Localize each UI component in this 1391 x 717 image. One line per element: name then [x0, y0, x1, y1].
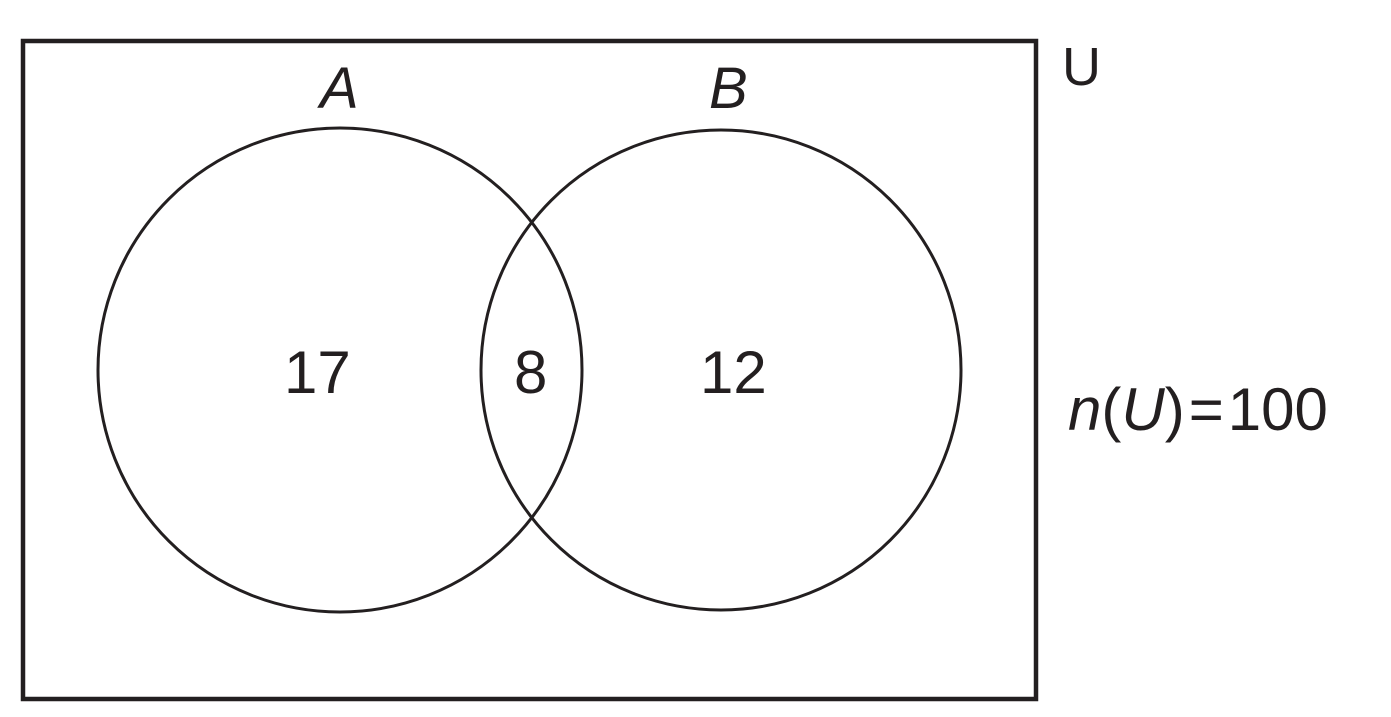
universe-size-note: n(U)=100: [1068, 380, 1328, 440]
region-a-only-value: 17: [284, 339, 351, 406]
universe-rectangle: [20, 38, 1039, 702]
set-a-label: A: [320, 56, 359, 121]
note-n: n: [1068, 376, 1102, 443]
set-b-label: B: [709, 56, 748, 121]
note-u: U: [1121, 376, 1165, 443]
set-a-circle: [96, 126, 584, 614]
note-open-paren: (: [1101, 376, 1122, 443]
note-close-paren: ): [1164, 376, 1185, 443]
note-equals: =: [1188, 376, 1224, 443]
note-value: 100: [1227, 376, 1328, 443]
set-b-circle: [479, 128, 963, 612]
universe-label: U: [1062, 37, 1101, 97]
region-b-only-value: 12: [700, 339, 767, 406]
region-intersection-value: 8: [514, 339, 548, 406]
